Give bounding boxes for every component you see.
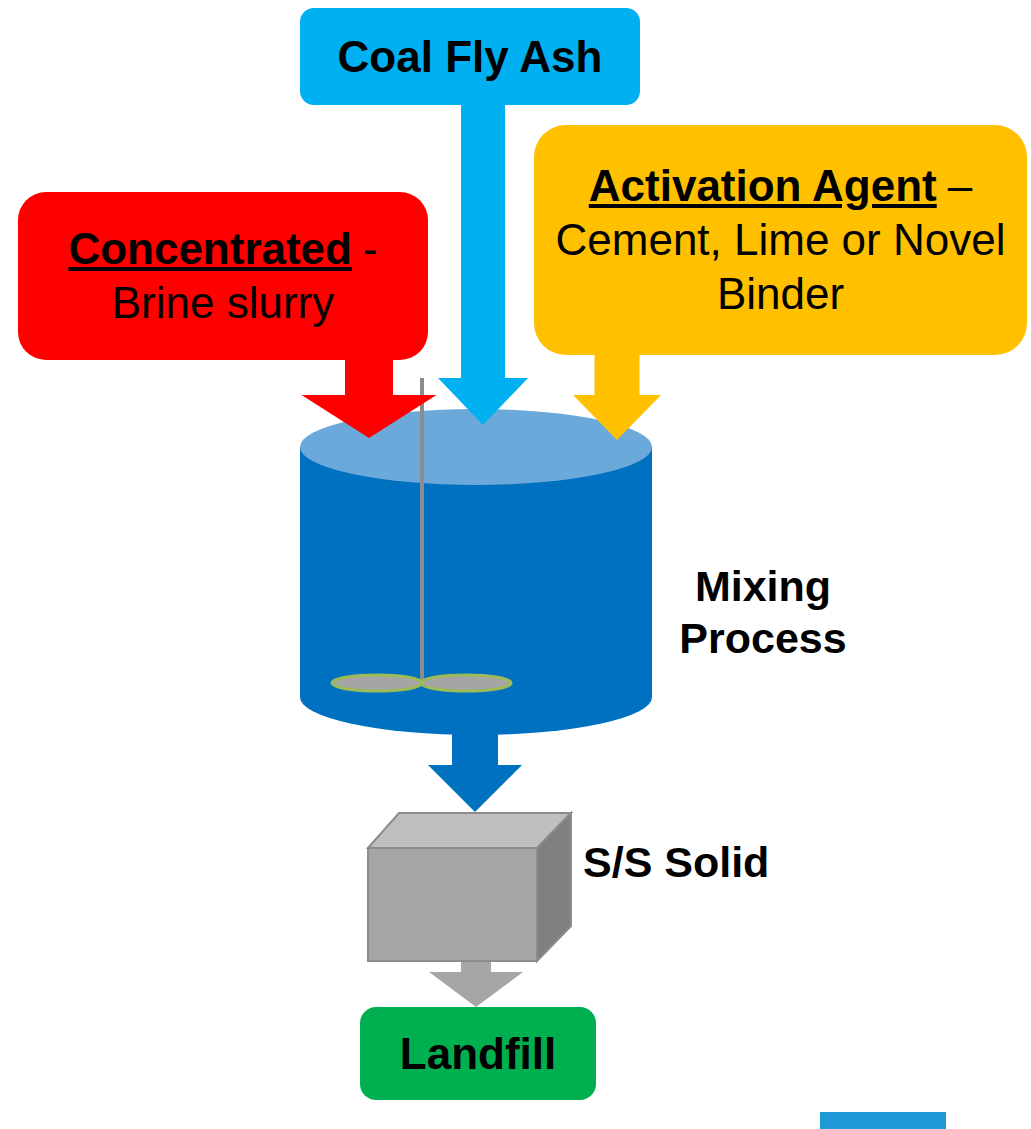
block-arrow [302, 360, 437, 438]
box-text: Brine slurry [112, 278, 335, 327]
block-arrow [573, 355, 661, 440]
text-line: Concentrated- [68, 222, 377, 276]
text-block: Coal Fly Ash [324, 24, 617, 90]
box-text: – [948, 161, 972, 210]
block-arrow [438, 105, 528, 425]
cube-side [537, 813, 571, 961]
input-box: Concentrated-Brine slurry [18, 192, 428, 360]
text-block: Landfill [386, 1021, 570, 1087]
text-line: Landfill [400, 1027, 556, 1081]
block-arrow [428, 697, 522, 812]
text-line: Brine slurry [68, 276, 377, 330]
mixing-tank: Mixing Process [300, 410, 652, 735]
side-label: S/S Solid [583, 836, 823, 888]
cube-front [368, 848, 537, 961]
solid-block: S/S Solid [367, 812, 572, 962]
box-text: - [363, 224, 378, 273]
cube-top [368, 813, 571, 848]
box-text: Cement, Lime or Novel Binder [556, 215, 1006, 318]
text-line: Activation Agent– [548, 159, 1013, 213]
stirrer-shaft [420, 378, 424, 682]
output-box: Landfill [360, 1007, 596, 1100]
text-line: Cement, Lime or Novel Binder [548, 213, 1013, 320]
box-text: Landfill [400, 1029, 556, 1078]
input-box: Activation Agent–Cement, Lime or Novel B… [534, 125, 1027, 355]
text-block: Activation Agent–Cement, Lime or Novel B… [534, 153, 1027, 326]
cube-shape [367, 812, 572, 962]
box-text: Activation Agent [589, 161, 937, 210]
text-block: Concentrated-Brine slurry [54, 216, 391, 335]
box-text: Concentrated [68, 224, 352, 273]
side-label: Mixing Process [668, 560, 858, 665]
input-box: Coal Fly Ash [300, 8, 640, 105]
stirrer-blade [421, 675, 511, 691]
box-text: Coal Fly Ash [338, 32, 603, 81]
tank-body [300, 447, 652, 735]
text-line: Coal Fly Ash [338, 30, 603, 84]
block-arrow [429, 962, 523, 1007]
stirrer-blade [332, 675, 422, 691]
corner-bar [820, 1112, 946, 1129]
tank-shape [300, 410, 652, 735]
